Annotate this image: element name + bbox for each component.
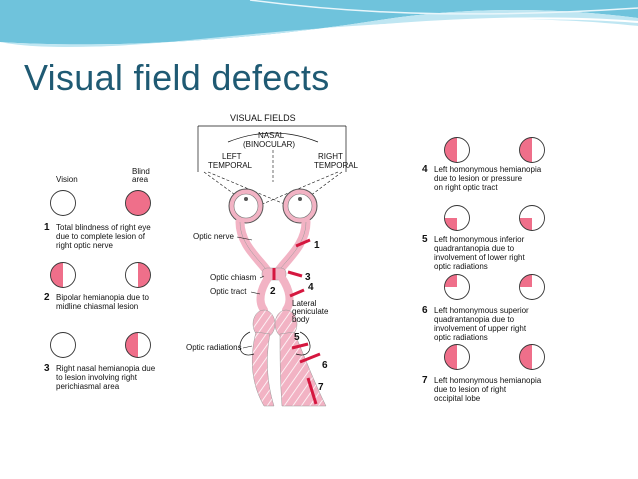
optic-nerve-label: Optic nerve: [193, 232, 234, 241]
defect-text-6-line-1: Left homonymous superior: [434, 306, 529, 315]
defect-text-7-line-2: due to lesion of right: [434, 385, 507, 394]
field-right-eye-1: [125, 190, 151, 216]
geniculate-label: geniculate: [292, 307, 329, 316]
defect-text-3-line-3: perichiasmal area: [56, 382, 120, 391]
defect-text-5-line-3: involvement of lower right: [434, 253, 525, 262]
legend-vision-label: Vision: [56, 175, 78, 184]
defect-number-2: 2: [44, 292, 50, 303]
field-right-eye-5: [519, 205, 545, 231]
lesion-bar-1: [295, 238, 311, 248]
field-circles: [50, 137, 545, 370]
lateral-label: Lateral: [292, 299, 317, 308]
wave-white-line: [0, 17, 638, 50]
field-left-eye-7: [444, 344, 470, 370]
defect-text-1-line-1: Total blindness of right eye: [56, 223, 151, 232]
right-temporal-label: TEMPORAL: [314, 161, 359, 170]
wave-dark-band: [0, 0, 638, 45]
defect-text-2-line-2: midline chiasmal lesion: [56, 302, 138, 311]
defect-number-3: 3: [44, 363, 50, 374]
defect-text-5-line-4: optic radiations: [434, 262, 488, 271]
optic-radiations-label: Optic radiations: [186, 343, 242, 352]
optic-radiations-leader: [242, 345, 253, 349]
defect-text-3-line-1: Right nasal hemianopia due: [56, 364, 156, 373]
defect-text-1-line-2: due to complete lesion of: [56, 232, 146, 241]
field-left-eye-2: [50, 262, 76, 288]
lesion-bar-5: [291, 342, 309, 350]
left-label: LEFT: [222, 152, 242, 161]
right-radiation-loop: [295, 331, 311, 356]
defect-text-7-line-3: occipital lobe: [434, 394, 481, 403]
optic-chiasm-label: Optic chiasm: [210, 273, 257, 282]
lesion-number-5: 5: [294, 332, 300, 343]
defect-text-7-line-1: Left homonymous hemianopia: [434, 376, 542, 385]
optic-tract-label: Optic tract: [210, 287, 247, 296]
left-optic-nerve: [235, 217, 273, 277]
defect-text-6-line-3: involvement of upper right: [434, 324, 527, 333]
lesion-number-7: 7: [318, 382, 324, 393]
wave-thin-line: [249, 0, 638, 15]
nasal-label: NASAL: [258, 131, 285, 140]
defect-text-2-line-1: Bipolar hemianopia due to: [56, 293, 150, 302]
defect-number-6: 6: [422, 305, 428, 316]
lesion-bar-6: [299, 352, 321, 364]
left-temporal-label: TEMPORAL: [208, 161, 253, 170]
right-optic-tract: [278, 274, 294, 314]
defect-text-4-line-2: due to lesion or pressure: [434, 174, 523, 183]
lesion-number-6: 6: [322, 360, 328, 371]
defect-number-5: 5: [422, 234, 428, 245]
right-optic-radiations: [279, 331, 327, 407]
defect-text-4-line-3: on right optic tract: [434, 183, 498, 192]
visual-fields-label: VISUAL FIELDS: [230, 113, 296, 123]
lesion-number-4: 4: [308, 282, 314, 293]
defect-text-5-line-2: quadrantanopia due to: [434, 244, 515, 253]
field-right-eye-6: [519, 274, 545, 300]
legend-blind-label-area: area: [132, 175, 149, 184]
lesion-bar-4: [289, 288, 305, 298]
binocular-arc: [227, 132, 319, 143]
body-label: body: [292, 315, 309, 324]
binocular-label: (BINOCULAR): [243, 140, 295, 149]
lesion-number-2: 2: [270, 286, 276, 297]
left-optic-tract: [256, 274, 272, 314]
defect-number-4: 4: [422, 164, 428, 175]
lesion-number-1: 1: [314, 240, 320, 251]
field-left-eye-3: [50, 332, 76, 358]
field-left-eye-1: [50, 190, 76, 216]
legend-blind-label-blind: Blind: [132, 167, 150, 176]
slide-title: Visual field defects: [24, 57, 330, 98]
defect-text-4-line-1: Left homonymous hemianopia: [434, 165, 542, 174]
lesion-number-3: 3: [305, 272, 311, 283]
field-right-eye-3: [125, 332, 151, 358]
defect-text-5-line-1: Left homonymous inferior: [434, 235, 525, 244]
left-eye: [228, 188, 264, 224]
field-right-eye-4: [519, 137, 545, 163]
optic-nerve-leader: [236, 236, 253, 241]
defect-text-1-line-3: right optic nerve: [56, 241, 113, 250]
defect-text-6-line-4: optic radiations: [434, 333, 488, 342]
field-left-eye-6: [444, 274, 470, 300]
right-optic-nerve: [273, 217, 311, 277]
optic-tract-leader: [250, 291, 261, 295]
lesion-bar-3: [287, 270, 303, 278]
right-label: RIGHT: [318, 152, 343, 161]
left-optic-radiations: [252, 331, 275, 407]
header-wave-decoration: [0, 0, 638, 50]
lesion-bar-7: [306, 377, 318, 405]
field-left-eye-5: [444, 205, 470, 231]
defect-text-6-line-2: quadrantanopia due to: [434, 315, 515, 324]
left-radiation-loop: [239, 331, 255, 356]
defect-number-1: 1: [44, 222, 50, 233]
right-eye: [282, 188, 318, 224]
field-right-eye-7: [519, 344, 545, 370]
optic-chiasm-leader: [259, 275, 265, 279]
defect-number-7: 7: [422, 375, 428, 386]
visual-pathway-diagram: VISUAL FIELDS NASAL (BINOCULAR) LEFT TEM…: [44, 113, 545, 407]
defect-text-3-line-2: to lesion involving right: [56, 373, 138, 382]
field-left-eye-4: [444, 137, 470, 163]
field-right-eye-2: [125, 262, 151, 288]
